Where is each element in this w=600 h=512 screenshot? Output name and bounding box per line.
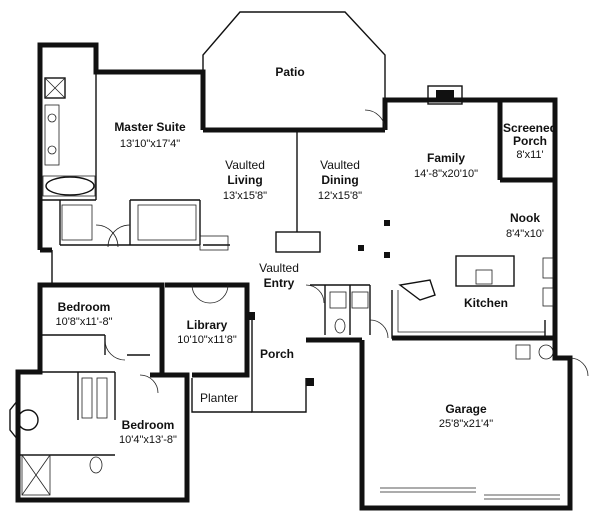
bedroom-1-dims: 10'8"x11'-8" (55, 316, 112, 328)
garage-doors (380, 487, 560, 500)
bedroom-2-label: Bedroom (122, 418, 175, 432)
doors (95, 109, 589, 394)
screened-porch-dims: 8'x11' (516, 149, 543, 161)
kitchen-fixtures (391, 255, 554, 360)
dining-dims: 12'x15'8" (318, 190, 362, 202)
columns (199, 220, 390, 386)
dining-qualifier: Vaulted (320, 158, 360, 172)
fireplace (427, 85, 463, 105)
screened-porch-label-line1: Screened (503, 121, 557, 135)
porch-label: Porch (260, 347, 294, 361)
garage-label: Garage (445, 402, 487, 416)
living-label: Living (227, 173, 262, 187)
entry-label: Entry (264, 276, 295, 290)
patio-label: Patio (275, 65, 304, 79)
bedroom-bath-fixtures (9, 377, 108, 496)
garage-dims: 25'8"x21'4" (439, 418, 493, 430)
entry-qualifier: Vaulted (259, 261, 299, 275)
library-dims: 10'10"x11'8" (177, 334, 237, 346)
nook-dims: 8'4"x10' (506, 228, 544, 240)
nook-label: Nook (510, 211, 540, 225)
master-suite-label: Master Suite (114, 120, 186, 134)
family-label: Family (427, 151, 465, 165)
master-suite-dims: 13'10"x17'4" (120, 138, 180, 150)
living-dims: 13'x15'8" (223, 190, 267, 202)
living-qualifier: Vaulted (225, 158, 265, 172)
family-dims: 14'-8"x20'10" (414, 168, 478, 180)
library-label: Library (187, 318, 228, 332)
dining-label: Dining (321, 173, 358, 187)
screened-porch-label-line2: Porch (513, 134, 547, 148)
bedroom-1-label: Bedroom (58, 300, 111, 314)
patio-outline (202, 11, 386, 130)
laundry-fixtures (329, 291, 369, 334)
kitchen-label: Kitchen (464, 296, 508, 310)
master-bath-fixtures (42, 77, 197, 241)
planter-label: Planter (200, 391, 238, 405)
bedroom-2-dims: 10'4"x13'-8" (119, 434, 177, 446)
